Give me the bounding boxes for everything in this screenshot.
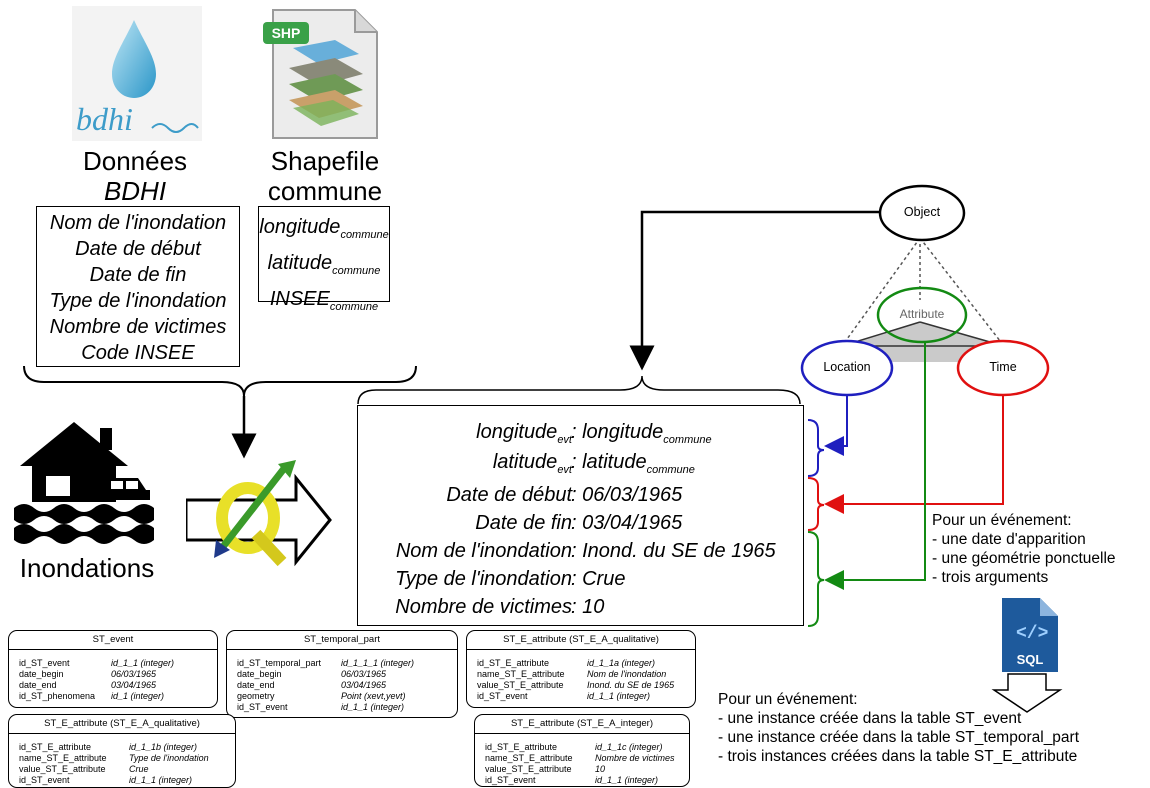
shapefile-label: Shapefile commune <box>250 146 400 206</box>
shapefile-label-line1: Shapefile <box>270 146 380 176</box>
water-drop-icon: bdhi <box>72 6 202 141</box>
mapping-row-date-end: Date de fin : 03/04/1965 <box>475 512 683 534</box>
shapefile-field: latitudecommune <box>267 252 381 277</box>
bdhi-label-line2: BDHI <box>103 176 167 206</box>
bdhi-field: Date de fin <box>89 264 187 286</box>
event-note: Pour un événement: - une date d'appariti… <box>932 511 1116 587</box>
sql-file-icon: </> SQL <box>1000 596 1060 674</box>
table-title: ST_event <box>9 631 217 650</box>
event-note-title: Pour un événement: <box>932 512 1072 529</box>
svg-text:SHP: SHP <box>272 25 301 41</box>
time-label: Time <box>989 360 1017 374</box>
bdhi-label-line1: Données <box>82 146 188 176</box>
floods-label: Inondations <box>19 553 155 583</box>
mapping-row-date-begin: Date de début : 06/03/1965 <box>446 484 683 506</box>
table-st-e-attribute-qualitative-2: ST_E_attribute (ST_E_A_qualitative) id_S… <box>8 714 236 788</box>
mapping-row-longitude: longitudeevt : longitudecommune <box>476 421 712 446</box>
mapping-row-type: Type de l'inondation : Crue <box>395 568 626 590</box>
bdhi-fields-box: Nom de l'inondation Date de début Date d… <box>36 206 240 367</box>
bdhi-field: Nombre de victimes <box>49 316 227 338</box>
attribute-label: Attribute <box>899 307 945 321</box>
object-label: Object <box>903 205 941 219</box>
bdhi-field: Date de début <box>75 238 201 260</box>
mapping-row-name: Nom de l'inondation : Inond. du SE de 19… <box>395 540 776 562</box>
bdhi-field: Type de l'inondation <box>49 290 227 312</box>
instances-note-title: Pour un événement: <box>718 691 858 708</box>
event-note-item: - une géométrie ponctuelle <box>932 550 1116 567</box>
shapefile-field: longitudecommune <box>259 216 389 241</box>
event-note-item: - une date d'apparition <box>932 531 1086 548</box>
bdhi-field: Nom de l'inondation <box>49 212 227 234</box>
bdhi-logo: bdhi <box>72 6 202 141</box>
instances-note-item: - trois instances créées dans la table S… <box>718 748 1078 765</box>
bdhi-field: Code INSEE <box>81 342 195 364</box>
shapefile-fields-box: longitudecommune latitudecommune INSEEco… <box>258 206 390 313</box>
shapefile-label-line2: commune <box>267 176 383 206</box>
table-title: ST_E_attribute (ST_E_A_qualitative) <box>467 631 695 650</box>
mapping-row-latitude: latitudeevt : latitudecommune <box>492 451 695 476</box>
flood-house-icon <box>14 416 154 552</box>
svg-text:</>: </> <box>1016 624 1048 644</box>
svg-text:bdhi: bdhi <box>76 101 133 137</box>
mapping-box: longitudeevt : longitudecommune latitude… <box>357 405 804 626</box>
table-title: ST_E_attribute (ST_E_A_qualitative) <box>9 715 235 734</box>
table-title: ST_E_attribute (ST_E_A_integer) <box>475 715 689 734</box>
instances-note-item: - une instance créée dans la table ST_ev… <box>718 710 1022 727</box>
instances-note-item: - une instance créée dans la table ST_te… <box>718 729 1080 746</box>
qgis-icon <box>184 460 332 568</box>
table-st-e-attribute-integer: ST_E_attribute (ST_E_A_integer) id_ST_E_… <box>474 714 690 787</box>
event-note-item: - trois arguments <box>932 569 1049 586</box>
instances-note: Pour un événement: - une instance créée … <box>718 690 1079 766</box>
svg-text:SQL: SQL <box>1017 652 1044 667</box>
table-title: ST_temporal_part <box>227 631 457 650</box>
shapefile-field: INSEEcommune <box>269 288 379 313</box>
bdhi-label: Données BDHI <box>60 146 210 206</box>
table-st-e-attribute-qualitative-1: ST_E_attribute (ST_E_A_qualitative) id_S… <box>466 630 696 708</box>
location-label: Location <box>823 360 871 374</box>
mapping-row-victims: Nombre de victimes : 10 <box>395 596 605 618</box>
shapefile-icon: SHP <box>263 8 381 140</box>
